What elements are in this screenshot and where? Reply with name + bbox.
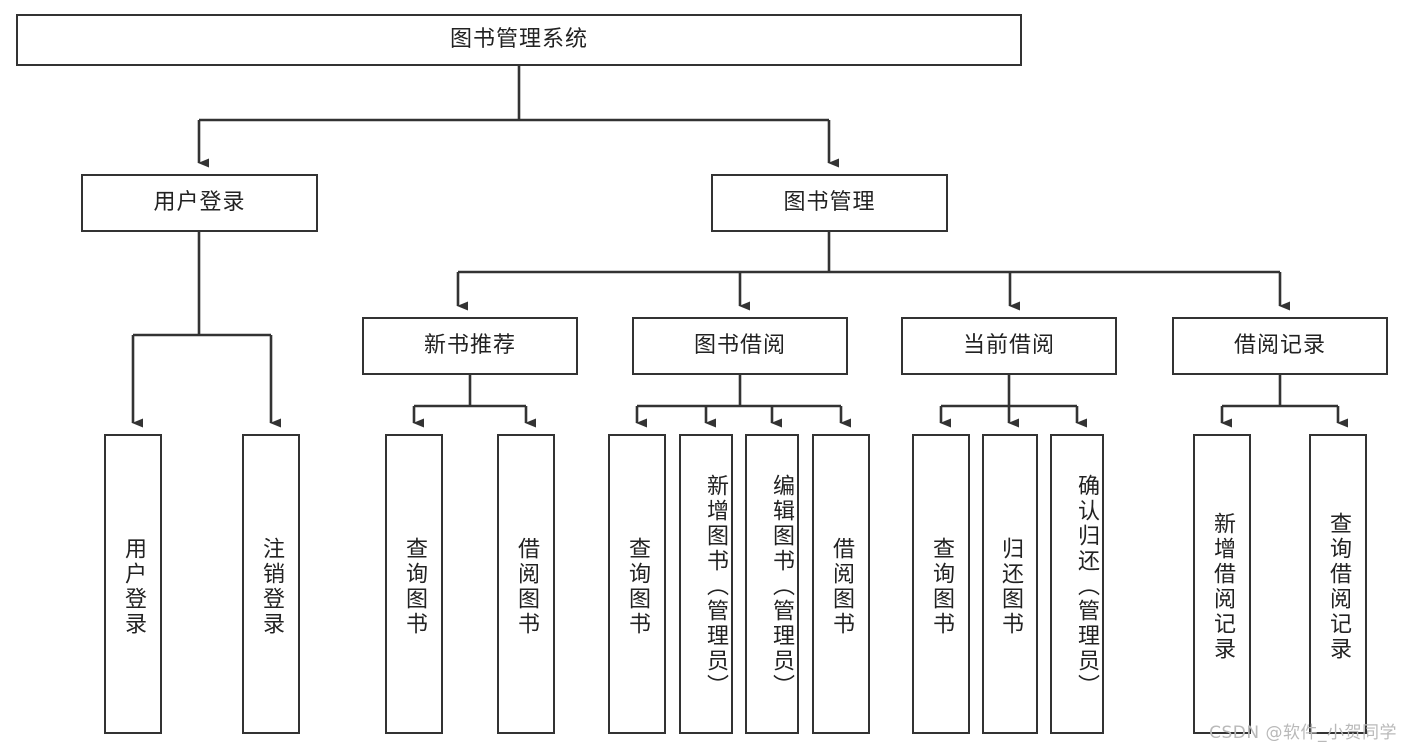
leaf-borrow-borrow-book[interactable]: 借阅图书: [812, 434, 870, 734]
node-label: 注销登录: [259, 537, 284, 637]
node-label: 新增借阅记录: [1210, 512, 1235, 662]
leaf-record-add-record[interactable]: 新增借阅记录: [1193, 434, 1251, 734]
leaf-user-login-login[interactable]: 用户登录: [104, 434, 162, 734]
node-label: 查询图书: [402, 537, 427, 637]
node-label: 编辑图书（管理员）: [769, 473, 794, 699]
node-label: 用户登录: [121, 537, 146, 637]
node-label: 图书管理: [783, 189, 876, 215]
leaf-borrow-query-book[interactable]: 查询图书: [608, 434, 666, 734]
leaf-current-query-book[interactable]: 查询图书: [912, 434, 970, 734]
leaf-current-confirm-return[interactable]: 确认归还（管理员）: [1050, 434, 1104, 734]
node-current-borrow[interactable]: 当前借阅: [901, 317, 1117, 375]
leaf-new-book-borrow[interactable]: 借阅图书: [497, 434, 555, 734]
node-label: 图书借阅: [693, 332, 786, 358]
leaf-record-query-record[interactable]: 查询借阅记录: [1309, 434, 1367, 734]
node-label: 借阅图书: [829, 537, 854, 637]
node-book-management[interactable]: 图书管理: [711, 174, 948, 232]
node-label: 借阅记录: [1233, 332, 1326, 358]
csdn-watermark: CSDN @软件_小贺同学: [1209, 723, 1397, 743]
node-label: 查询图书: [929, 537, 954, 637]
leaf-borrow-add-book[interactable]: 新增图书（管理员）: [679, 434, 733, 734]
leaf-new-book-query[interactable]: 查询图书: [385, 434, 443, 734]
node-label: 归还图书: [998, 537, 1023, 637]
leaf-borrow-edit-book[interactable]: 编辑图书（管理员）: [745, 434, 799, 734]
leaf-user-login-logout[interactable]: 注销登录: [242, 434, 300, 734]
node-label: 查询借阅记录: [1326, 512, 1351, 662]
node-label: 新增图书（管理员）: [703, 473, 728, 699]
node-label: 新书推荐: [423, 332, 516, 358]
node-label: 确认归还（管理员）: [1074, 473, 1099, 699]
node-root-system[interactable]: 图书管理系统: [16, 14, 1022, 66]
node-borrow-record[interactable]: 借阅记录: [1172, 317, 1388, 375]
node-book-borrow[interactable]: 图书借阅: [632, 317, 848, 375]
node-label: 当前借阅: [962, 332, 1055, 358]
node-label: 借阅图书: [514, 537, 539, 637]
node-new-book-recommend[interactable]: 新书推荐: [362, 317, 578, 375]
leaf-current-return-book[interactable]: 归还图书: [982, 434, 1038, 734]
node-label: 图书管理系统: [449, 26, 588, 52]
node-label: 用户登录: [153, 189, 246, 215]
node-label: 查询图书: [625, 537, 650, 637]
node-user-login[interactable]: 用户登录: [81, 174, 318, 232]
